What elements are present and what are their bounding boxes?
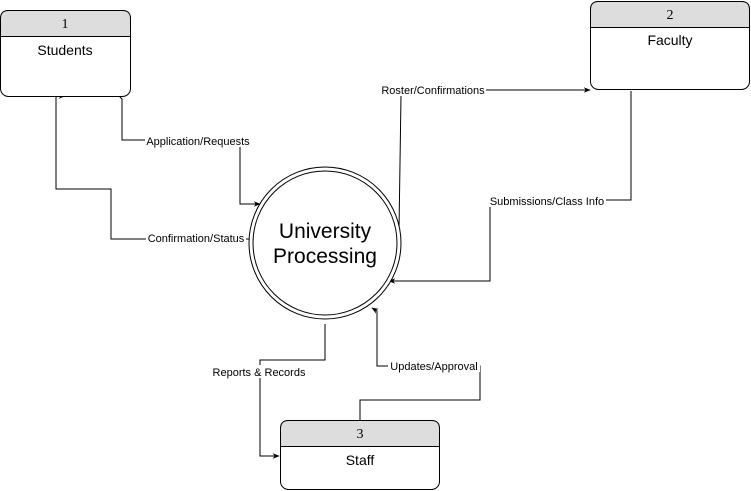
flow-label-submissions-class-info: Submissions/Class Info [488,194,606,208]
flow-reports-records[interactable] [259,324,326,459]
flow-label-updates-approval: Updates/Approval [388,359,480,373]
entity-number: 2 [667,8,674,23]
flow-label-text: Application/Requests [146,136,250,148]
flow-label-text: Submissions/Class Info [490,196,604,208]
flow-submissions-class-info[interactable] [388,91,632,284]
flow-label-text: Updates/Approval [390,361,477,373]
flow-label-application-requests: Application/Requests [145,134,251,148]
entity-faculty[interactable]: 2 Faculty [590,1,750,90]
flow-label-text: Reports & Records [213,367,306,379]
flow-confirmation-status[interactable] [55,93,250,240]
flow-label-roster-confirmations: Roster/Confirmations [380,83,486,97]
entity-name: Staff [346,452,375,468]
process-title-line1: University [279,220,372,243]
flow-label-confirmation-status: Confirmation/Status [146,232,246,245]
process-title-line2: Processing [273,245,377,268]
entity-students[interactable]: 1 Students [0,10,131,97]
entity-staff[interactable]: 3 Staff [280,420,440,490]
flow-label-text: Roster/Confirmations [381,85,485,97]
entity-name: Faculty [647,32,692,48]
flow-roster-confirmations[interactable] [398,87,591,231]
flow-label-text: Confirmation/Status [148,233,245,245]
entity-number: 1 [62,17,69,32]
flow-application-requests[interactable] [118,95,261,207]
flow-label-reports-records: Reports & Records [211,365,307,379]
entity-number: 3 [357,427,364,442]
entity-name: Students [37,42,92,58]
process-university-processing[interactable]: University Processing [248,166,402,320]
